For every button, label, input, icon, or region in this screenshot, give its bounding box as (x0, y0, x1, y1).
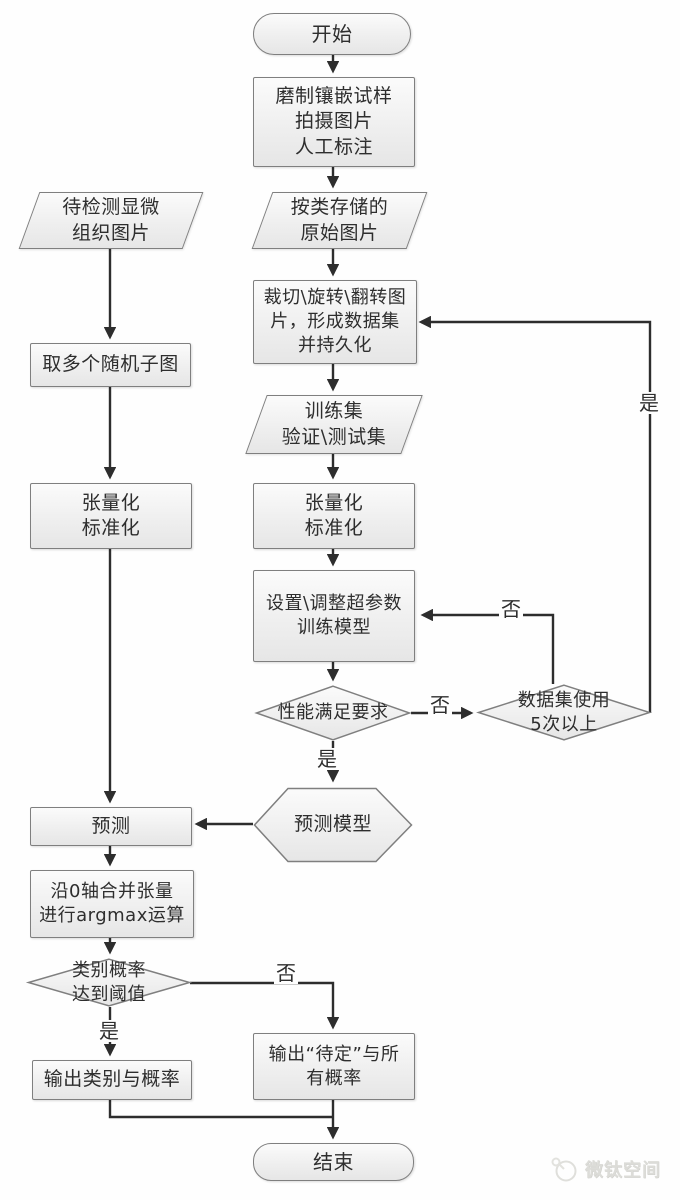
node-perf-check: 性能满足要求 (254, 685, 412, 741)
diamond-shape (25, 958, 193, 1007)
node-augmentation-label: 裁切\旋转\翻转图 片，形成数据集 并持久化 (263, 287, 407, 356)
edge-label-perfcheck-yes: 是 (315, 747, 339, 771)
node-raw-images-label: 按类存储的 原始图片 (290, 196, 389, 244)
node-datasets-label: 训练集 验证\测试集 (281, 400, 387, 448)
node-random-subimages-label: 取多个随机子图 (42, 353, 179, 376)
node-tensorize-train: 张量化 标准化 (253, 483, 415, 549)
node-train-model-label: 设置\调整超参数 训练模型 (265, 593, 403, 638)
node-start-label: 开始 (311, 21, 353, 46)
node-augmentation: 裁切\旋转\翻转图 片，形成数据集 并持久化 (253, 280, 417, 364)
node-prediction-model-label: 预测模型 (293, 813, 372, 836)
watermark-text: 微钛空间 (585, 1160, 661, 1181)
edge-label-threshold-no: 否 (274, 961, 298, 985)
node-predict-label: 预测 (91, 814, 131, 837)
node-argmax: 沿0轴合并张量 进行argmax运算 (30, 870, 194, 938)
node-output-class: 输出类别与概率 (32, 1060, 192, 1100)
edge-label-threshold-yes: 是 (97, 1019, 121, 1043)
node-tensorize-detect: 张量化 标准化 (30, 483, 192, 549)
node-threshold-check: 类别概率 达到阈值 (25, 958, 193, 1007)
hexagon-shape (253, 787, 413, 863)
node-detect-images-label: 待检测显微 组织图片 (62, 196, 160, 244)
node-specimen-prep: 磨制镶嵌试样 拍摄图片 人工标注 (253, 77, 415, 167)
node-end-label: 结束 (313, 1149, 354, 1174)
node-dataset-usage-check: 数据集使用 5次以上 (476, 684, 652, 741)
node-datasets: 训练集 验证\测试集 (245, 395, 423, 454)
node-threshold-check-label: 类别概率 达到阈值 (72, 959, 146, 1005)
edge-label-perfcheck-no: 否 (428, 693, 452, 717)
node-end: 结束 (253, 1143, 414, 1181)
watermark: 微钛空间 (550, 1155, 661, 1183)
node-argmax-label: 沿0轴合并张量 进行argmax运算 (39, 881, 185, 926)
node-specimen-prep-label: 磨制镶嵌试样 拍摄图片 人工标注 (275, 85, 393, 158)
node-detect-images: 待检测显微 组织图片 (18, 192, 204, 249)
node-tensorize-detect-label: 张量化 标准化 (81, 491, 141, 539)
edge-outputclass-to-join (108, 1098, 333, 1119)
node-dataset-usage-check-label: 数据集使用 5次以上 (517, 689, 611, 735)
diamond-shape (254, 685, 412, 741)
edge-label-usagecheck-yes: 是 (637, 391, 661, 415)
edge-threshold-no-to-outputpending (190, 981, 340, 1030)
node-prediction-model: 预测模型 (253, 787, 413, 863)
watermark-logo-icon (551, 1157, 577, 1182)
edge-usagecheck-no-to-train (420, 608, 555, 684)
node-train-model: 设置\调整超参数 训练模型 (253, 570, 415, 662)
edge-usagecheck-yes-to-augment (418, 315, 652, 713)
node-start: 开始 (253, 13, 411, 55)
node-output-pending-label: 输出“待定”与所 有概率 (268, 1043, 400, 1089)
edge-label-usagecheck-no: 否 (499, 597, 523, 621)
node-perf-check-label: 性能满足要求 (277, 702, 389, 724)
node-random-subimages: 取多个随机子图 (30, 343, 191, 387)
node-raw-images: 按类存储的 原始图片 (251, 192, 428, 249)
node-output-class-label: 输出类别与概率 (43, 1068, 181, 1091)
node-tensorize-train-label: 张量化 标准化 (304, 491, 364, 539)
node-output-pending: 输出“待定”与所 有概率 (253, 1033, 415, 1100)
node-predict: 预测 (30, 807, 192, 846)
